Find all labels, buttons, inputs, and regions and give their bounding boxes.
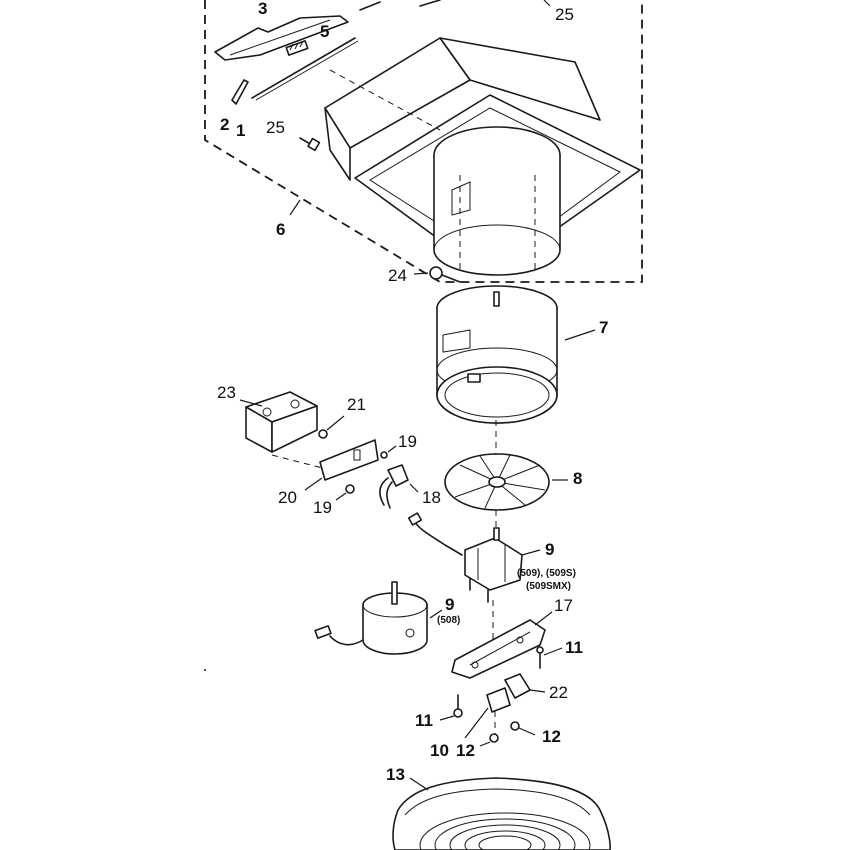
- housing: [324, 37, 641, 276]
- grille: [392, 777, 611, 850]
- damper-plate: [214, 15, 349, 61]
- callout-12-right: 12: [542, 727, 561, 746]
- callout-12-left: 12: [456, 741, 475, 760]
- note-motor-alt-model: (508): [437, 615, 460, 626]
- screw-19-lower: [335, 484, 355, 501]
- mounting-clip: [504, 673, 546, 699]
- damper-spring: [285, 40, 309, 56]
- bracket-plate: [464, 687, 511, 739]
- callout-24: 24: [388, 266, 407, 285]
- callout-9-motor-508: 9: [445, 595, 454, 614]
- motor-509: [407, 512, 541, 603]
- callout-25-lower: 25: [266, 118, 285, 137]
- callout-3: 3: [258, 0, 267, 18]
- callout-11-right: 11: [565, 638, 583, 657]
- callout-11-left: 11: [415, 711, 433, 730]
- screw-21: [318, 415, 345, 439]
- note-motor-models-line2: (509SMX): [526, 581, 571, 592]
- screw-25-lower: [299, 137, 321, 152]
- callout-21: 21: [347, 395, 366, 414]
- housing-assembly-outline: [204, 0, 643, 283]
- damper-clip: [231, 79, 249, 105]
- note-motor-models-line1: (509), (509S): [517, 568, 576, 579]
- junction-box: [239, 391, 318, 453]
- callout-8: 8: [573, 469, 582, 488]
- callout-17: 17: [554, 596, 573, 615]
- receptacle: [379, 464, 419, 509]
- callout-25-upper: 25: [555, 5, 574, 24]
- callout-6: 6: [276, 220, 285, 239]
- screw-11-left: [439, 694, 463, 721]
- callout-19-lower: 19: [313, 498, 332, 517]
- callout-1: 1: [236, 121, 245, 140]
- callout-7: 7: [599, 318, 608, 337]
- callout-10: 10: [430, 741, 449, 760]
- screw-19-upper: [380, 445, 397, 459]
- callout-23: 23: [217, 383, 236, 402]
- blower-housing: [436, 285, 596, 424]
- callout-2: 2: [220, 115, 229, 134]
- motor-bracket: [451, 611, 553, 679]
- callout-5: 5: [320, 22, 329, 41]
- damper-rod: [251, 37, 356, 99]
- nut-12-left: [479, 733, 499, 747]
- callout-20: 20: [278, 488, 297, 507]
- nut-12-right: [510, 721, 536, 736]
- callout-18: 18: [422, 488, 441, 507]
- callout-19-upper: 19: [398, 432, 417, 451]
- motor-508: [314, 581, 443, 655]
- screw-24: [413, 266, 461, 283]
- wiring-cover: [304, 439, 379, 491]
- callout-9-motor-509: 9: [545, 540, 554, 559]
- fan-blade: [444, 453, 568, 511]
- screw-11-right: [536, 646, 563, 669]
- callout-13: 13: [386, 765, 405, 784]
- callout-22: 22: [549, 683, 568, 702]
